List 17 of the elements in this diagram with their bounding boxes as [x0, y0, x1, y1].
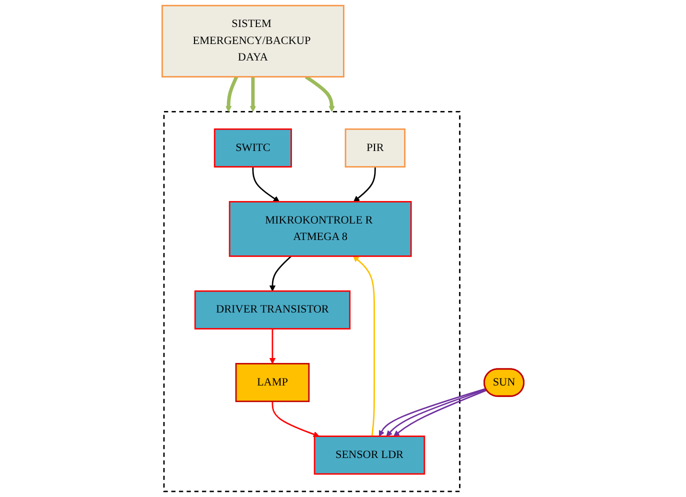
- node-box: SENSOR LDR: [314, 436, 426, 475]
- cluster: [163, 110, 460, 492]
- node-box: PIR: [344, 128, 406, 168]
- arrow: [225, 76, 238, 112]
- arrow: [250, 76, 256, 112]
- node-box: SWITC: [214, 128, 292, 168]
- arrow: [269, 256, 292, 292]
- arrow: [272, 401, 320, 438]
- arrow: [352, 256, 375, 436]
- arrow: [353, 166, 376, 202]
- arrow: [269, 328, 276, 364]
- node-box: DRIVER TRANSISTOR: [194, 290, 351, 330]
- node-box: MIKROKONTROLE R ATMEGA 8: [228, 201, 412, 257]
- node-box: SISTEM EMERGENCY/BACKUP DAYA: [162, 4, 344, 78]
- arrow: [252, 166, 280, 202]
- arrow: [304, 75, 335, 112]
- node-box: LAMP: [235, 362, 310, 402]
